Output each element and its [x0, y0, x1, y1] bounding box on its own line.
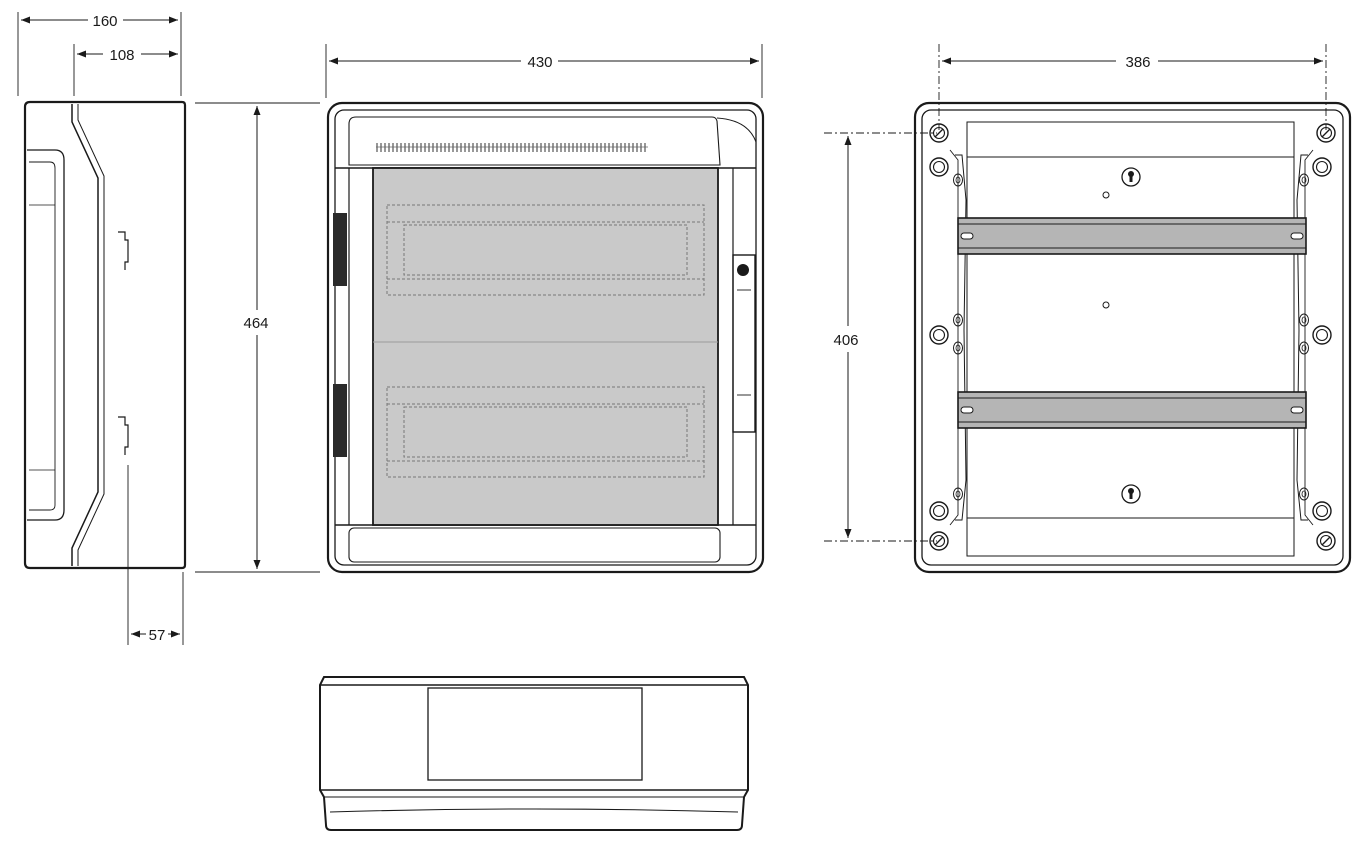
back-view: 386 406	[824, 44, 1352, 574]
side-view: 160 108 57	[17, 12, 187, 645]
transparent-window	[372, 167, 719, 526]
screw-icon	[929, 531, 949, 551]
rail-slots	[953, 173, 1309, 501]
screw-icon	[1316, 531, 1336, 551]
screw-icon	[1312, 325, 1332, 345]
dim-side-base-depth: 57	[149, 627, 166, 644]
dim-back-mount-height: 406	[833, 332, 858, 349]
slot-icon	[1299, 487, 1309, 501]
keyhole-bottom	[1121, 484, 1141, 504]
slot-icon	[953, 313, 963, 327]
screw-icon	[929, 325, 949, 345]
mounting-screws	[929, 123, 1336, 551]
dim-side-inner-depth: 108	[109, 47, 134, 64]
slot-icon	[1299, 173, 1309, 187]
hinge-bottom	[333, 384, 347, 457]
screw-icon	[1312, 501, 1332, 521]
dim-back-mount-width: 386	[1125, 54, 1150, 71]
slot-icon	[1299, 313, 1309, 327]
dim-side-depth: 160	[92, 13, 117, 30]
keyhole-top	[1121, 167, 1141, 187]
slot-icon	[1299, 341, 1309, 355]
dim-front-width: 430	[527, 54, 552, 71]
din-rail-top	[957, 217, 1307, 255]
bottom-view	[319, 676, 749, 831]
slot-icon	[953, 341, 963, 355]
din-rail-bottom	[957, 391, 1307, 429]
screw-icon	[929, 501, 949, 521]
screw-icon	[1312, 157, 1332, 177]
screw-icon	[929, 157, 949, 177]
hinge-top	[333, 213, 347, 286]
lock-icon	[737, 264, 749, 276]
slot-icon	[953, 487, 963, 501]
front-view: 430 464	[195, 44, 765, 574]
slot-icon	[953, 173, 963, 187]
dim-front-height: 464	[243, 315, 268, 332]
label-strip	[376, 143, 648, 152]
